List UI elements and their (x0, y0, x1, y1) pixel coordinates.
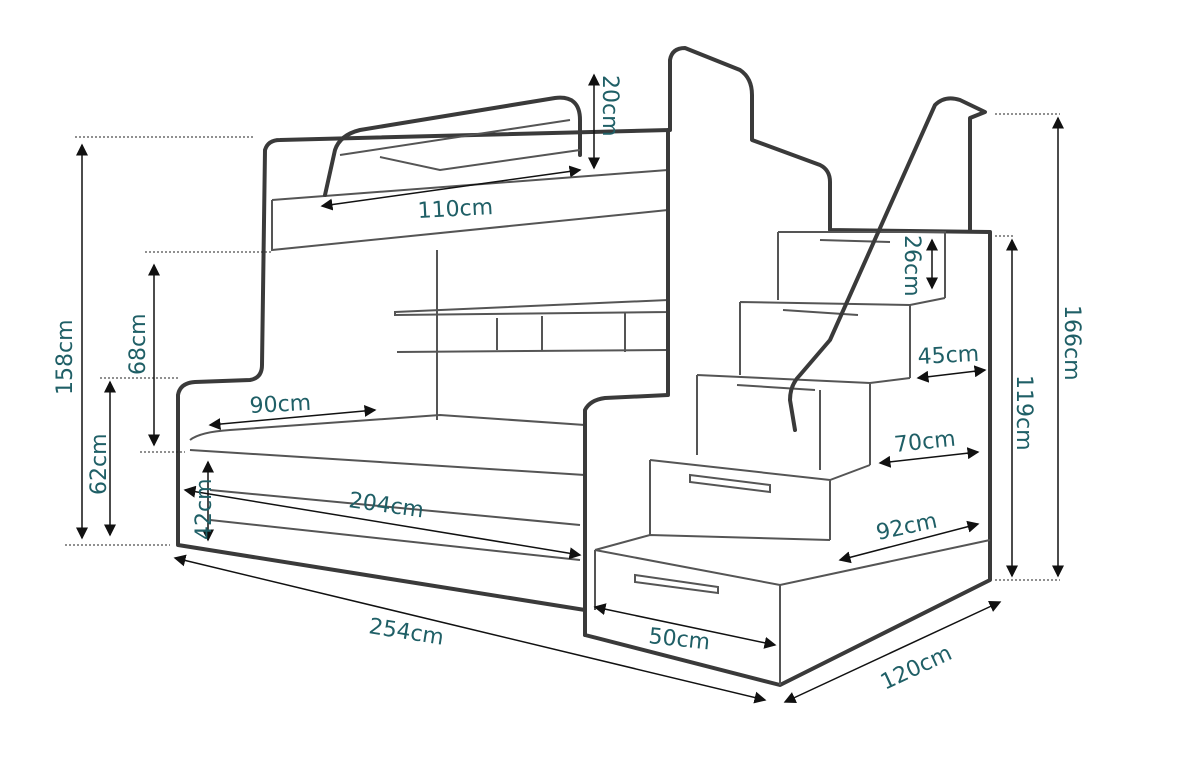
label-stair-height: 119cm (1011, 375, 1036, 451)
label-step-depth-top: 45cm (917, 342, 980, 370)
bed-outline (176, 46, 992, 687)
label-total-height-right: 166cm (1059, 305, 1084, 381)
label-depth: 120cm (877, 641, 956, 696)
label-drawer-height: 42cm (192, 478, 217, 540)
label-total-height-left: 158cm (53, 319, 78, 395)
dimension-lines (65, 73, 1064, 704)
label-guard-height: 20cm (597, 75, 622, 137)
label-between-beds: 68cm (126, 313, 151, 375)
label-step-height: 26cm (899, 235, 924, 297)
label-lower-bed-height: 62cm (87, 433, 112, 495)
label-stair-width: 50cm (647, 624, 711, 655)
label-top-bed-width: 110cm (417, 195, 494, 224)
label-step-depth-mid: 70cm (893, 427, 957, 458)
label-lower-bed-width: 90cm (249, 391, 312, 419)
label-step-depth-bottom: 92cm (874, 509, 939, 546)
